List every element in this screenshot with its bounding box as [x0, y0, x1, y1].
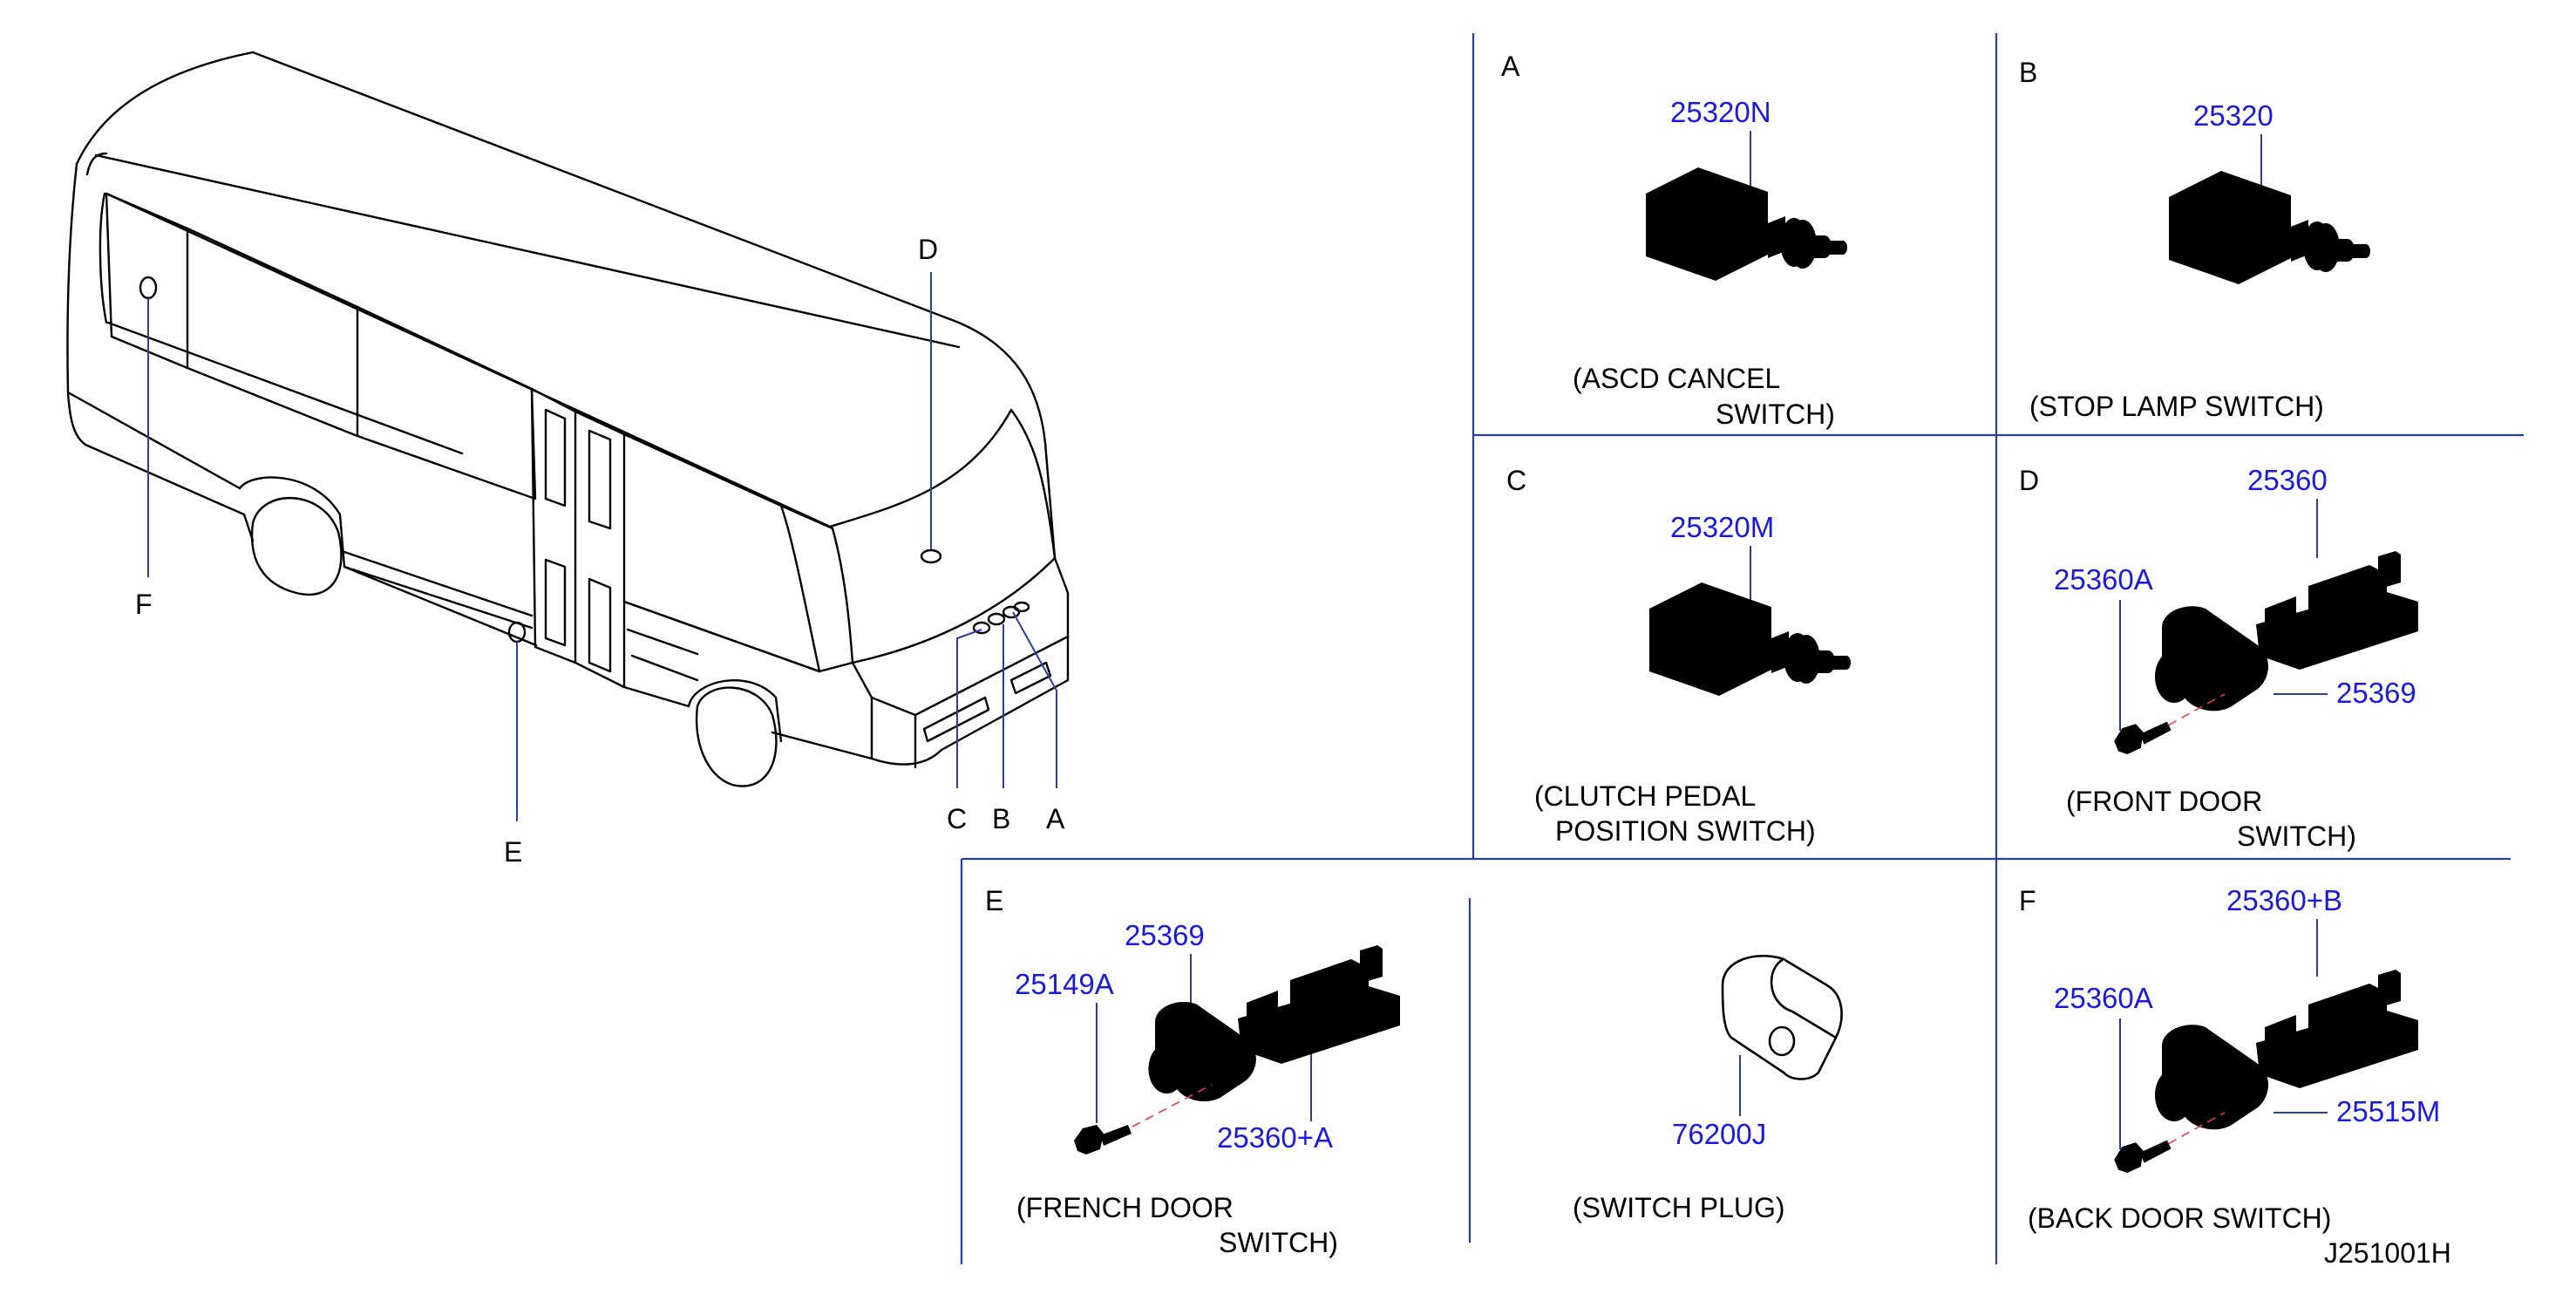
van-illustration: [66, 51, 1070, 787]
van-callout-c: C: [947, 803, 967, 834]
van-callout-b: B: [992, 803, 1010, 834]
french-door-switch-screw-drawing: [1074, 1125, 1132, 1154]
panel-d-part-number-switch: 25360: [2247, 464, 2328, 496]
switch-plug-part-number: 76200J: [1672, 1118, 1766, 1150]
french-door-switch-boot-drawing: [1148, 1001, 1256, 1102]
van-callout-e: E: [504, 836, 522, 868]
panel-a-part-number: 25320N: [1670, 96, 1771, 128]
panel-a-caption-line1: (ASCD CANCEL: [1573, 363, 1780, 394]
french-door-switch-drawing: [1238, 945, 1400, 1064]
panel-b-letter: B: [2019, 57, 2037, 88]
panel-c-caption-line1: (CLUTCH PEDAL: [1534, 780, 1756, 812]
panel-e-letter: E: [985, 885, 1003, 916]
back-door-switch-drawing: [2256, 970, 2418, 1088]
back-door-switch-screw-drawing: [2113, 1140, 2173, 1174]
panel-f-part-number-boot: 25515M: [2336, 1095, 2440, 1127]
panel-switch-plug: 76200J (SWITCH PLUG): [1573, 954, 1843, 1223]
panel-d-caption-line1: (FRONT DOOR: [2066, 786, 2262, 817]
panel-a-caption-line2: SWITCH): [1716, 398, 1835, 430]
panel-dividers: [960, 33, 2524, 1264]
panel-d: D 25360 25360A 25369 (FRONT DOOR SWITCH): [2019, 464, 2418, 852]
panel-c-letter: C: [1506, 465, 1526, 496]
panel-c-caption-line2: POSITION SWITCH): [1555, 815, 1816, 847]
panel-e-part-number-switch: 25360+A: [1217, 1121, 1333, 1154]
ascd-cancel-switch-drawing: [1646, 167, 1847, 281]
panel-f: F 25360+B 25360A 25515M (BACK DOOR SWITC…: [2019, 884, 2440, 1234]
panel-e-caption-line1: (FRENCH DOOR: [1016, 1192, 1234, 1223]
front-door-switch-boot-drawing: [2155, 606, 2268, 712]
panel-f-part-number-screw: 25360A: [2054, 982, 2153, 1014]
van-leader-lines: [147, 272, 1057, 821]
van-callout-d: D: [918, 234, 938, 265]
panel-b: B 25320 (STOP LAMP SWITCH): [2019, 57, 2370, 422]
panel-d-part-number-screw: 25360A: [2054, 563, 2153, 596]
front-door-switch-drawing: [2256, 551, 2418, 670]
switch-plug-caption: (SWITCH PLUG): [1573, 1192, 1785, 1223]
panel-e-caption-line2: SWITCH): [1219, 1227, 1338, 1258]
drawing-number: J251001H: [2324, 1237, 2451, 1269]
panel-c-part-number: 25320M: [1670, 511, 1774, 543]
panel-d-part-number-boot: 25369: [2336, 677, 2416, 709]
panel-d-caption-line2: SWITCH): [2237, 821, 2356, 852]
panel-a-letter: A: [1501, 51, 1520, 82]
panel-e-part-number-screw: 25149A: [1015, 968, 1114, 1000]
clutch-pedal-position-switch-drawing: [1649, 582, 1851, 696]
panel-b-part-number: 25320: [2193, 99, 2274, 132]
panel-e: E 25369 25149A 25360+A (FRENCH DOOR SWIT…: [985, 885, 1400, 1258]
panel-c: C 25320M (CLUTCH PEDAL POSITION SWITCH): [1506, 465, 1851, 847]
panel-f-part-number-switch: 25360+B: [2226, 884, 2342, 916]
back-door-switch-boot-drawing: [2155, 1025, 2268, 1130]
panel-d-letter: D: [2019, 465, 2039, 496]
van-callout-f: F: [135, 589, 153, 620]
stop-lamp-switch-drawing: [2169, 171, 2370, 284]
panel-a: A 25320N (ASCD CANCEL SWITCH): [1501, 51, 1847, 430]
front-door-switch-screw-drawing: [2113, 721, 2173, 755]
panel-e-assembly-axis: [1118, 1084, 1213, 1134]
panel-e-part-number-boot: 25369: [1125, 919, 1205, 951]
van-callout-a: A: [1046, 803, 1065, 834]
switch-plug-drawing: [1721, 954, 1843, 1080]
panel-f-caption: (BACK DOOR SWITCH): [2028, 1202, 2331, 1234]
panel-f-letter: F: [2019, 885, 2036, 916]
panel-b-caption: (STOP LAMP SWITCH): [2029, 391, 2324, 422]
